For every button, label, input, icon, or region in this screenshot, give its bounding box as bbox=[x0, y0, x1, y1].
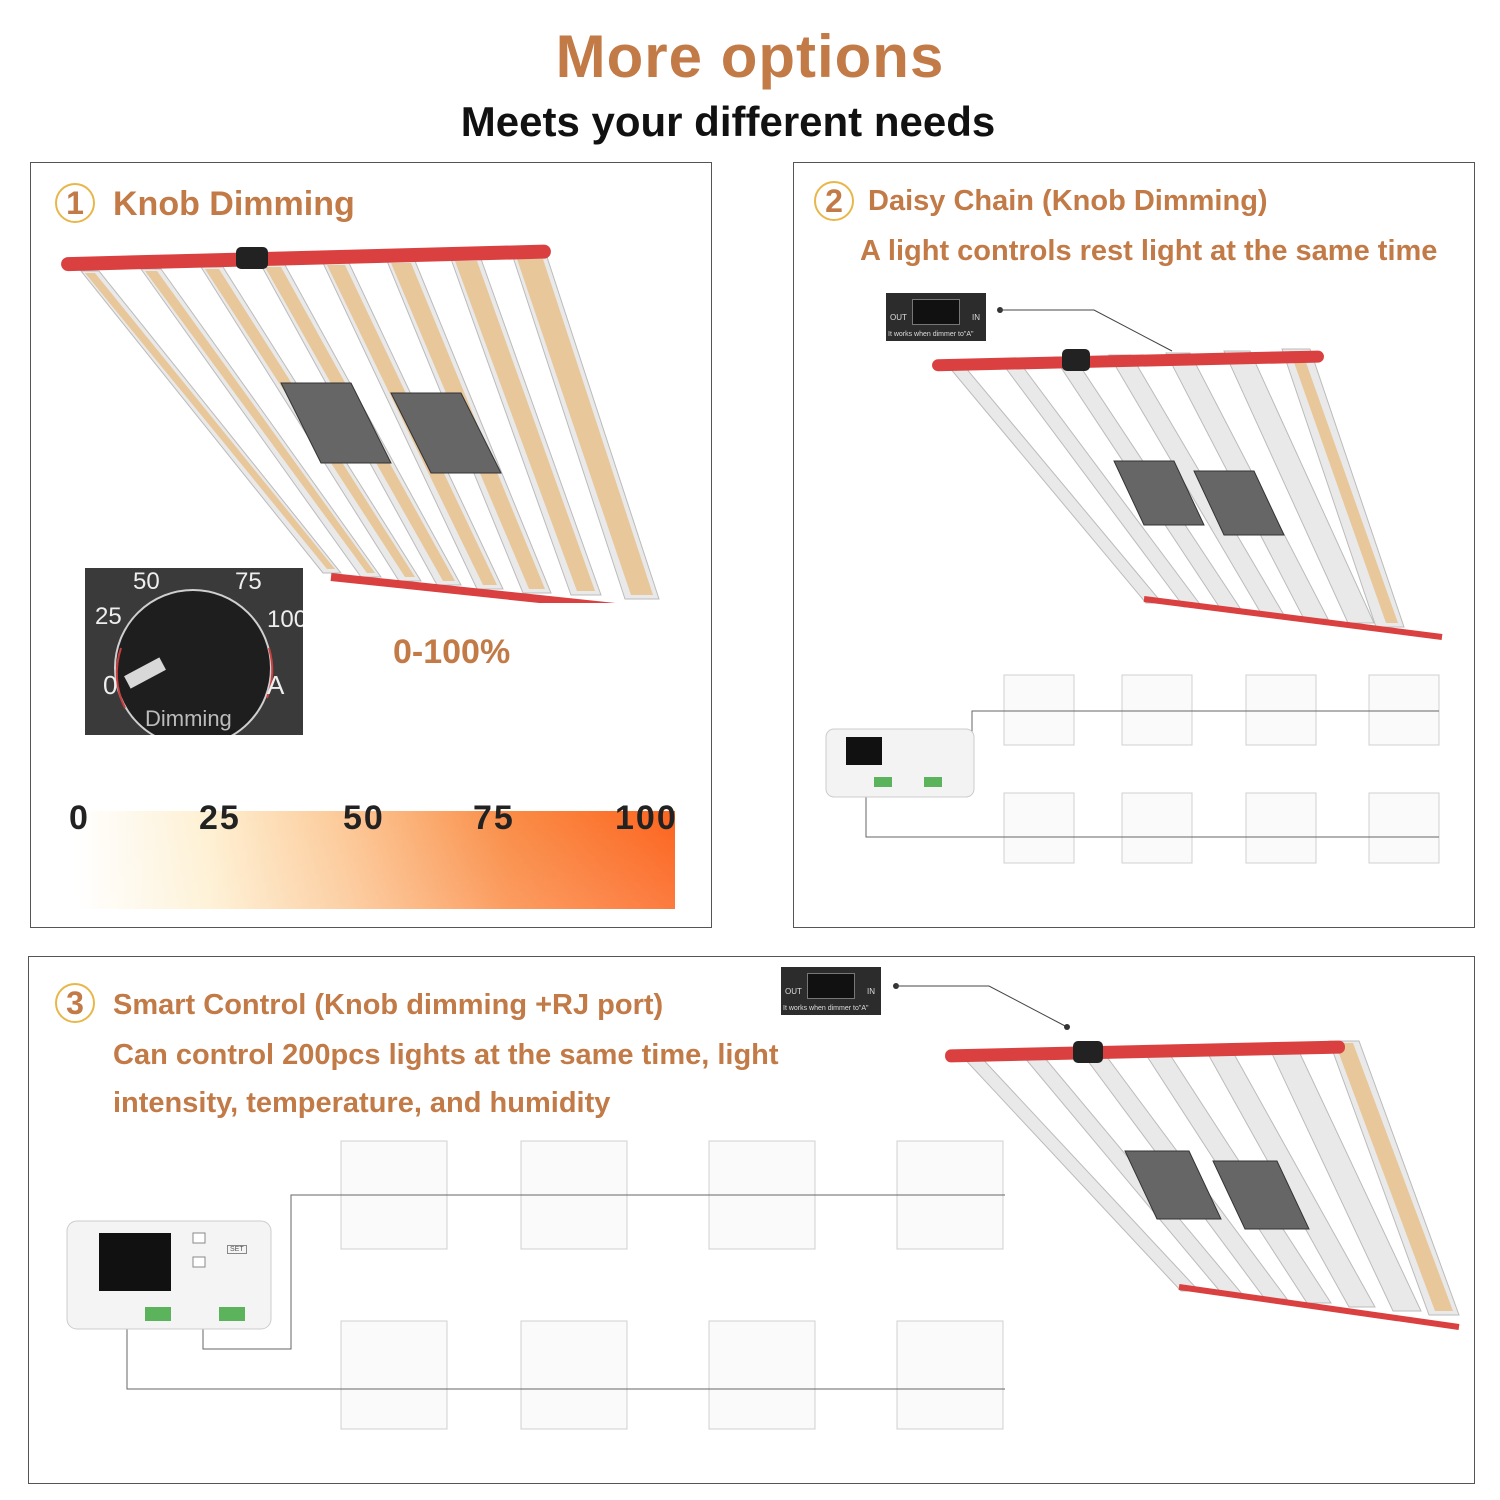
rj-port-socket bbox=[912, 299, 960, 325]
knob-circle bbox=[114, 589, 274, 735]
panel-number-badge: 2 bbox=[814, 181, 854, 221]
knob-mark-25: 25 bbox=[95, 603, 122, 630]
top-rail-clip bbox=[1073, 1041, 1103, 1063]
grow-light-illustration bbox=[932, 348, 1443, 640]
page-title: More options bbox=[555, 23, 945, 90]
port-in-label: IN bbox=[972, 313, 980, 322]
rj-port-closeup: OUT IN It works when dimmer to"A" bbox=[781, 967, 881, 1015]
panel-number-badge: 1 bbox=[55, 183, 95, 223]
port-out-label: OUT bbox=[890, 313, 907, 322]
panel-title: Knob Dimming bbox=[113, 185, 355, 223]
scale-label-100: 100 bbox=[615, 799, 678, 837]
mini-lights-grid bbox=[1003, 674, 1440, 864]
controller-device bbox=[66, 1220, 272, 1330]
panel-description-line2: intensity, temperature, and humidity bbox=[113, 1087, 611, 1119]
smart-control-diagram bbox=[66, 983, 1460, 1430]
dimming-gradient-bar bbox=[77, 811, 675, 909]
scale-label-75: 75 bbox=[473, 799, 515, 837]
knob-mark-75: 75 bbox=[235, 568, 262, 595]
top-rail-clip bbox=[236, 247, 268, 269]
top-red-rail bbox=[932, 350, 1324, 372]
knob-mark-100: 100 bbox=[267, 606, 303, 633]
port-in-label: IN bbox=[867, 987, 875, 996]
scale-label-50: 50 bbox=[343, 799, 385, 837]
chain-cables bbox=[126, 1194, 1005, 1390]
knob-mark-a: A bbox=[267, 670, 285, 700]
panel-description-line1: Can control 200pcs lights at the same ti… bbox=[113, 1039, 779, 1071]
driver-boxes bbox=[280, 382, 502, 474]
panel-smart-control: 3 Smart Control (Knob dimming +RJ port) … bbox=[28, 956, 1475, 1484]
range-text: 0-100% bbox=[393, 633, 511, 671]
panel-daisy-chain: 2 Daisy Chain (Knob Dimming) A light con… bbox=[793, 162, 1475, 928]
page-subtitle: Meets your different needs bbox=[460, 98, 996, 145]
callout-line bbox=[997, 307, 1173, 352]
top-red-rail bbox=[945, 1040, 1345, 1063]
panel-knob-dimming: 1 Knob Dimming bbox=[30, 162, 712, 928]
mini-lights-grid bbox=[340, 1140, 1004, 1430]
bottom-red-rail bbox=[1143, 596, 1443, 640]
knob-pointer bbox=[124, 657, 166, 689]
callout-line bbox=[893, 983, 1070, 1030]
port-note: It works when dimmer to"A" bbox=[888, 331, 974, 338]
top-rail-clip bbox=[1062, 349, 1090, 371]
rj-port-closeup: OUT IN It works when dimmer to"A" bbox=[886, 293, 986, 341]
knob-dial-photo: 50 75 25 100 0 A Dimming bbox=[85, 568, 303, 735]
rj-port-socket bbox=[807, 973, 855, 999]
daisy-chain-diagram bbox=[825, 307, 1443, 864]
knob-mark-0: 0 bbox=[103, 670, 118, 700]
panel-title: Daisy Chain (Knob Dimming) bbox=[868, 185, 1268, 217]
panel-title: Smart Control (Knob dimming +RJ port) bbox=[113, 989, 664, 1021]
top-red-rail bbox=[61, 244, 551, 272]
port-out-label: OUT bbox=[785, 987, 802, 996]
panel-subtitle: A light controls rest light at the same … bbox=[860, 235, 1438, 267]
scale-label-25: 25 bbox=[199, 799, 241, 837]
port-note: It works when dimmer to"A" bbox=[783, 1005, 869, 1012]
grow-light-illustration bbox=[945, 1040, 1460, 1330]
bottom-red-rail bbox=[1178, 1284, 1460, 1330]
grow-light-illustration bbox=[61, 244, 660, 603]
controller-set-key: SET bbox=[227, 1245, 247, 1254]
bottom-red-rail bbox=[330, 573, 616, 603]
scale-label-0: 0 bbox=[69, 799, 90, 837]
knob-label: Dimming bbox=[145, 706, 232, 731]
panel-number-badge: 3 bbox=[55, 983, 95, 1023]
controller-device bbox=[825, 728, 975, 798]
knob-mark-50: 50 bbox=[133, 568, 160, 595]
